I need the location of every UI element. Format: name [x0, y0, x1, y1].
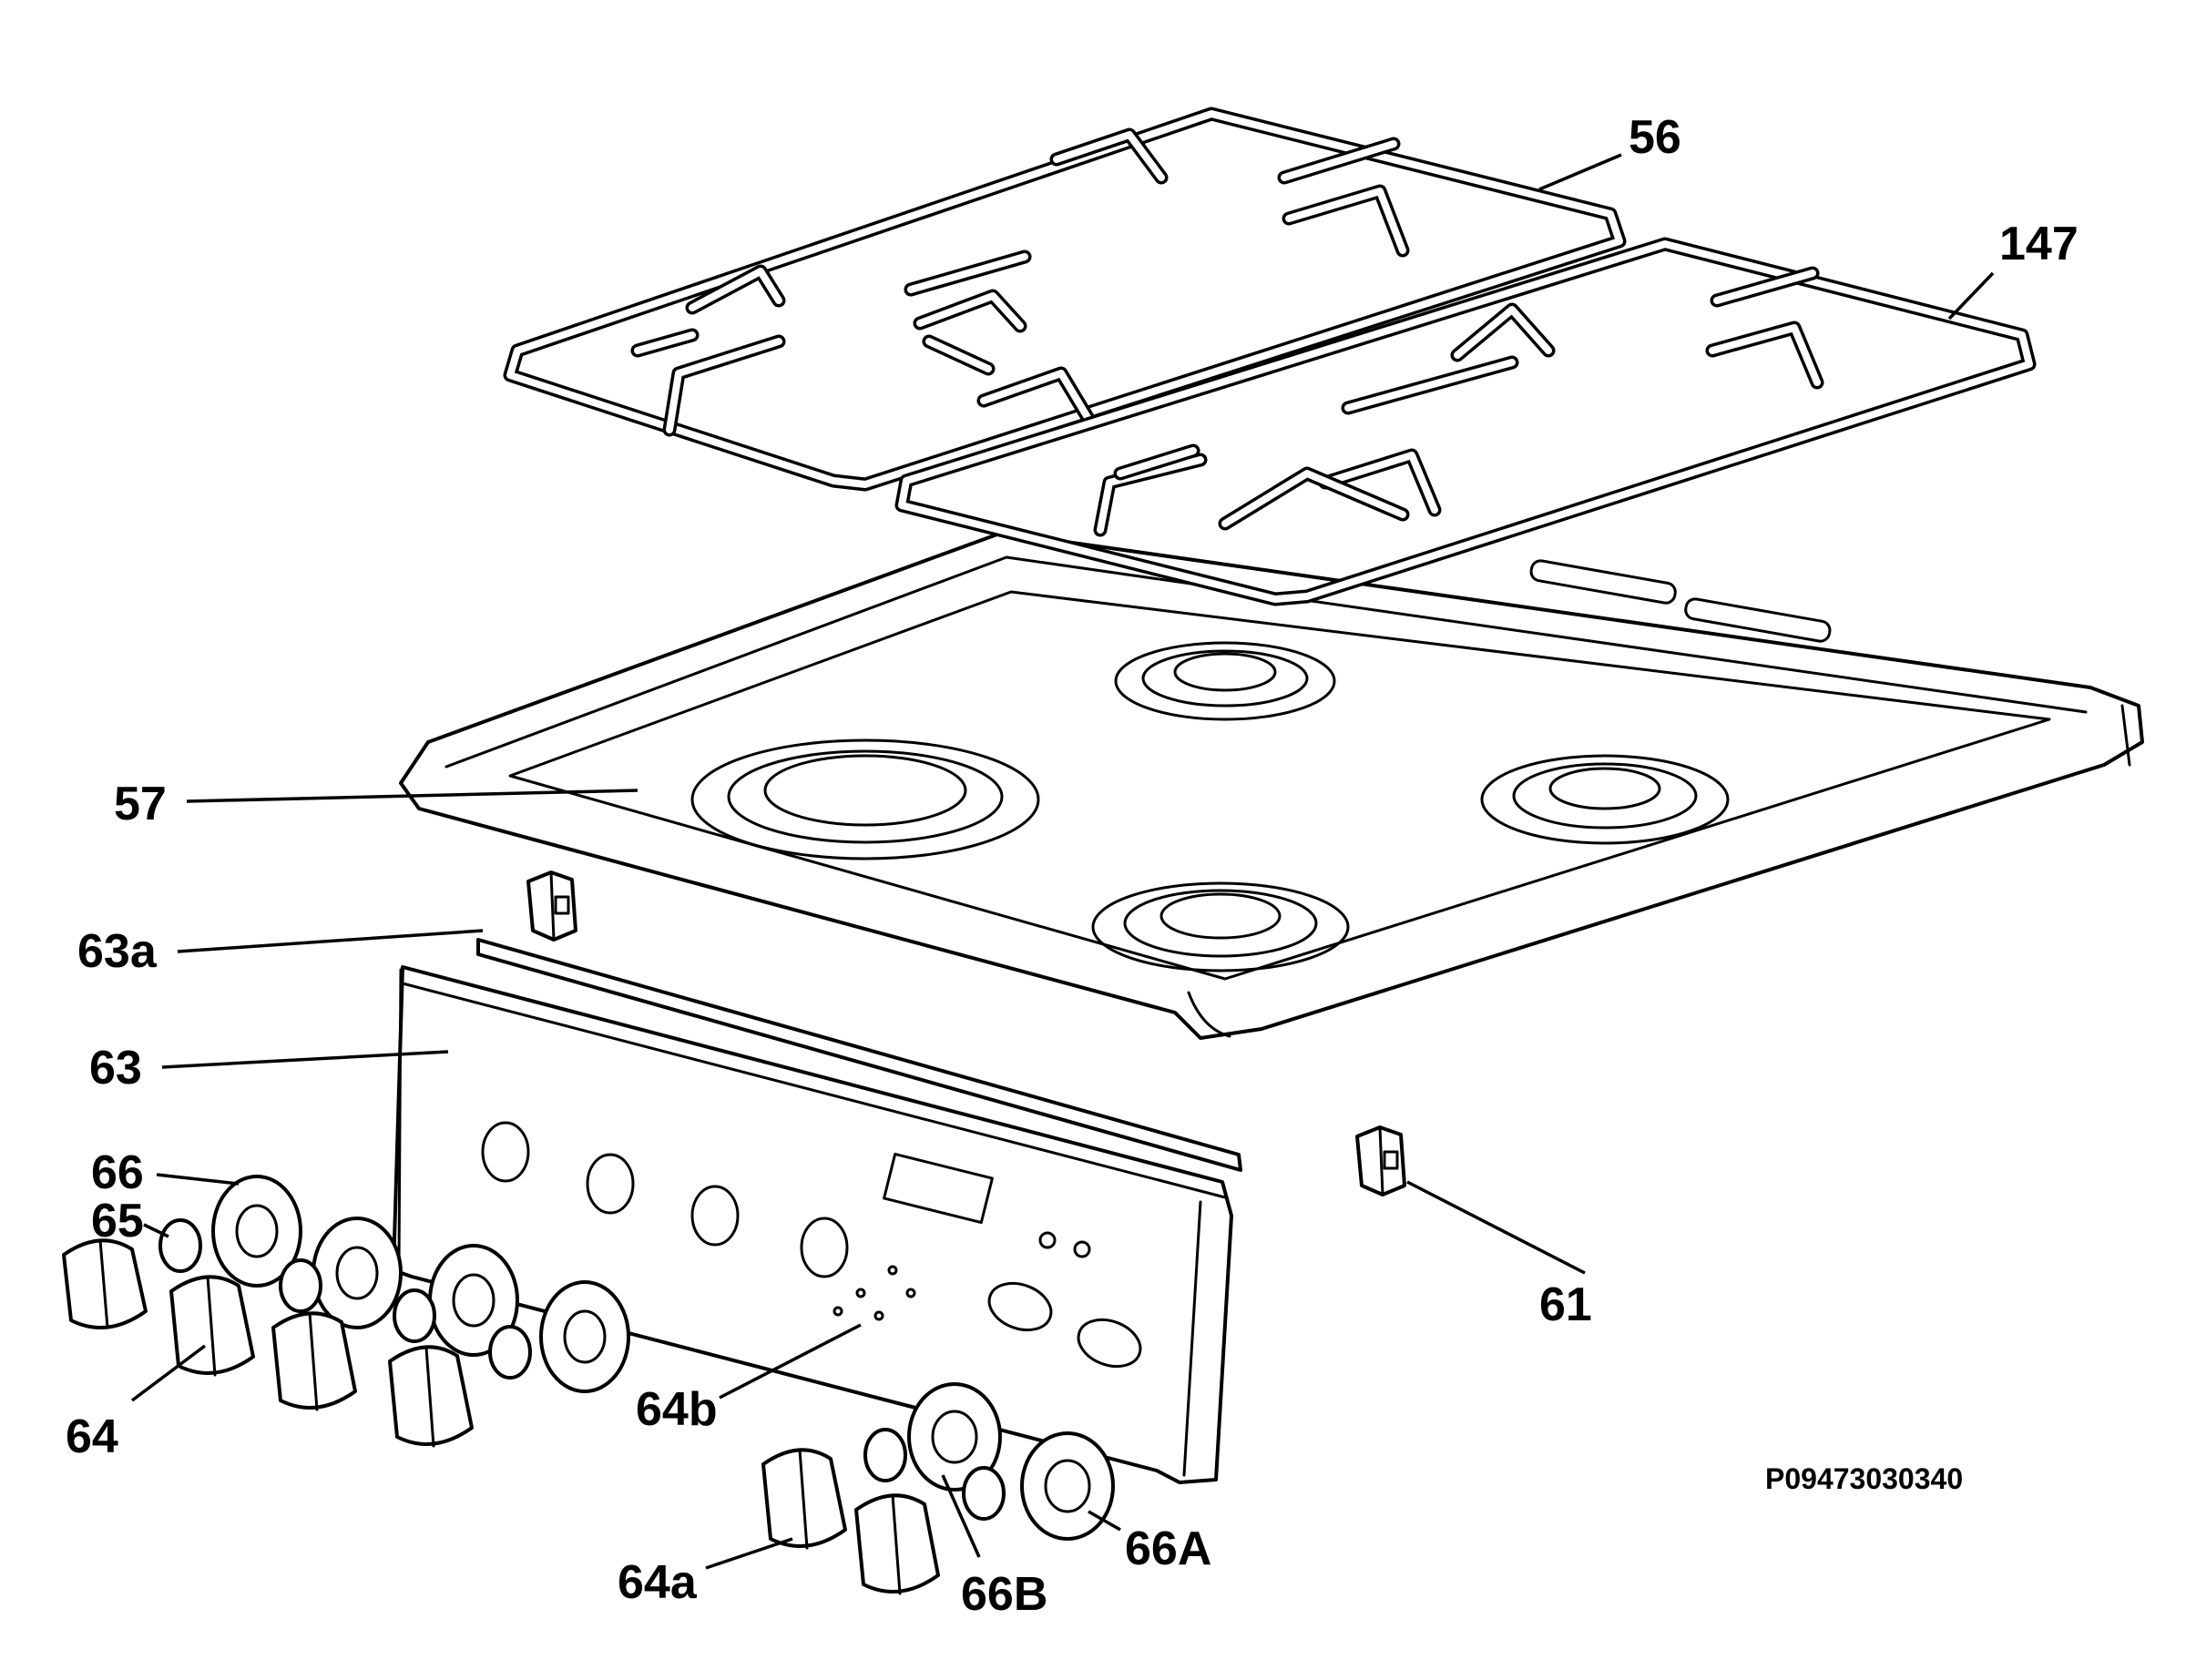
leader-56: [1538, 153, 1622, 191]
label-63: 63: [89, 1042, 142, 1095]
control-panel-63: [392, 965, 1233, 1484]
leader-65: [143, 1223, 169, 1238]
label-56: 56: [1629, 111, 1681, 164]
spring-65: [158, 1218, 532, 1380]
reference-code: P09473030340: [1765, 1462, 1963, 1495]
pan-support-56: [503, 107, 1627, 492]
spring-front: [863, 1428, 907, 1482]
panel-knob-holes: [481, 1121, 849, 1278]
bezel-66: [211, 1175, 630, 1393]
knob-64: [62, 1238, 474, 1448]
leader-64b: [719, 1323, 862, 1400]
leader-lines: [130, 153, 1995, 1570]
control-slots: [1529, 559, 1832, 643]
leader-63: [161, 1050, 449, 1069]
label-64a: 64a: [618, 1556, 698, 1609]
clip-61: [1355, 1125, 1406, 1196]
label-66: 66: [91, 1146, 144, 1199]
burner-front: [1091, 881, 1350, 972]
burner-left: [690, 738, 1040, 860]
bezel-66B: [907, 1382, 1002, 1492]
leader-64: [130, 1344, 207, 1402]
bezel-66A: [1020, 1431, 1115, 1541]
leader-57: [186, 789, 638, 803]
trim-strip-63a: [476, 938, 1242, 1172]
knob-group-left: [62, 1175, 630, 1448]
leader-66A: [1088, 1510, 1121, 1532]
leader-66B: [941, 1474, 981, 1558]
label-65: 65: [91, 1195, 144, 1247]
clip-left: [526, 871, 577, 942]
label-63a: 63a: [77, 925, 158, 978]
burner-back: [1114, 641, 1336, 721]
label-64b: 64b: [636, 1383, 718, 1436]
hob-top-57: [399, 531, 2144, 1040]
pan-support-147: [894, 237, 2037, 606]
label-66B: 66B: [961, 1568, 1047, 1621]
leader-63a: [177, 929, 484, 953]
indicator-dots: [833, 1265, 916, 1321]
label-66A: 66A: [1125, 1522, 1211, 1575]
label-64: 64: [66, 1410, 118, 1463]
callout-labels: 56 147 57 63a 63 66 65 64 64b 61 64a 66B…: [66, 111, 2079, 1621]
leader-64a: [705, 1537, 793, 1570]
leader-66: [156, 1173, 240, 1186]
leader-147: [1947, 271, 1995, 321]
leader-61: [1406, 1180, 1586, 1275]
label-147: 147: [1999, 218, 2079, 270]
label-61: 61: [1539, 1278, 1592, 1331]
label-57: 57: [114, 778, 167, 830]
burner-right: [1480, 754, 1730, 845]
